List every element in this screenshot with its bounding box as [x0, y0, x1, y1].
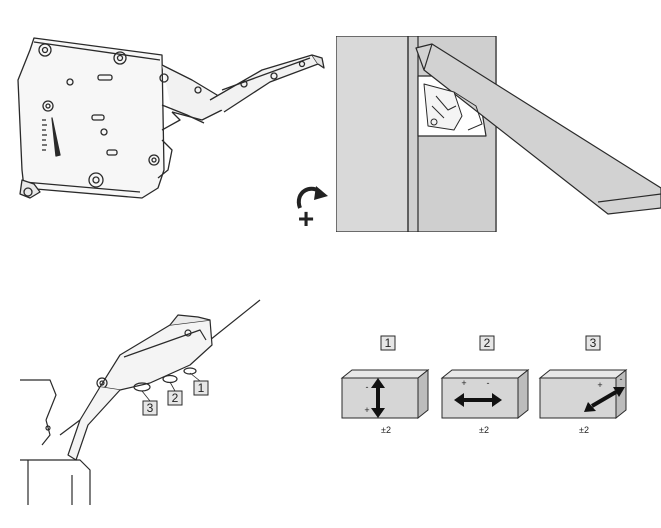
hinge-adjustment-closeup: 1 2 3: [20, 295, 270, 505]
callout-box-1: [193, 380, 209, 396]
adjustment-2: 2 + - ±2: [440, 335, 530, 435]
adjustment-3-sign-minus: -: [620, 374, 623, 384]
adjustment-3: 3 + - ±2: [538, 335, 628, 435]
adjustment-2-number-box: [479, 335, 495, 351]
adjustment-1-sign-minus: -: [366, 382, 369, 392]
hinge-mechanism-drawing: [17, 37, 325, 199]
callout-label-3: 3: [147, 401, 154, 415]
cabinet-flap-illustration: [336, 36, 661, 232]
adjustment-3-number-box: [585, 335, 601, 351]
callout-label-2: 2: [172, 391, 179, 405]
adjustment-2-number: 2: [484, 336, 491, 350]
adjustment-1-number-box: [380, 335, 396, 351]
horizontal-arrow-icon: [454, 393, 502, 407]
adjustment-2-tolerance: ±2: [479, 425, 489, 435]
adjustment-3-tolerance: ±2: [579, 425, 589, 435]
adjustment-1-tolerance: ±2: [381, 425, 391, 435]
adjustment-1-sign-plus: +: [364, 405, 369, 415]
adjustment-1-number: 1: [385, 336, 392, 350]
adjustment-2-sign-plus: +: [461, 378, 466, 388]
rotate-clockwise-plus-icon: +: [292, 178, 332, 230]
adjust-plus-symbol: +: [298, 203, 314, 230]
depth-arrow-icon: [584, 387, 625, 412]
adjustment-2-sign-minus: -: [487, 378, 490, 388]
adjustment-3-number: 3: [590, 336, 597, 350]
vertical-arrow-icon: [371, 378, 385, 418]
hinge-mechanism-illustration: [12, 20, 332, 210]
hinge-closeup-drawing: 1 2 3: [20, 299, 261, 505]
adjustment-1: 1 - + ±2: [340, 335, 430, 435]
adjustment-directions-drawing: 1 - + ±2 2 + -: [340, 335, 628, 435]
cabinet-flap-drawing: [336, 36, 661, 232]
callout-label-1: 1: [198, 381, 205, 395]
adjustment-directions: 1 - + ±2 2 + -: [338, 330, 638, 445]
adjustment-3-sign-plus: +: [597, 380, 602, 390]
